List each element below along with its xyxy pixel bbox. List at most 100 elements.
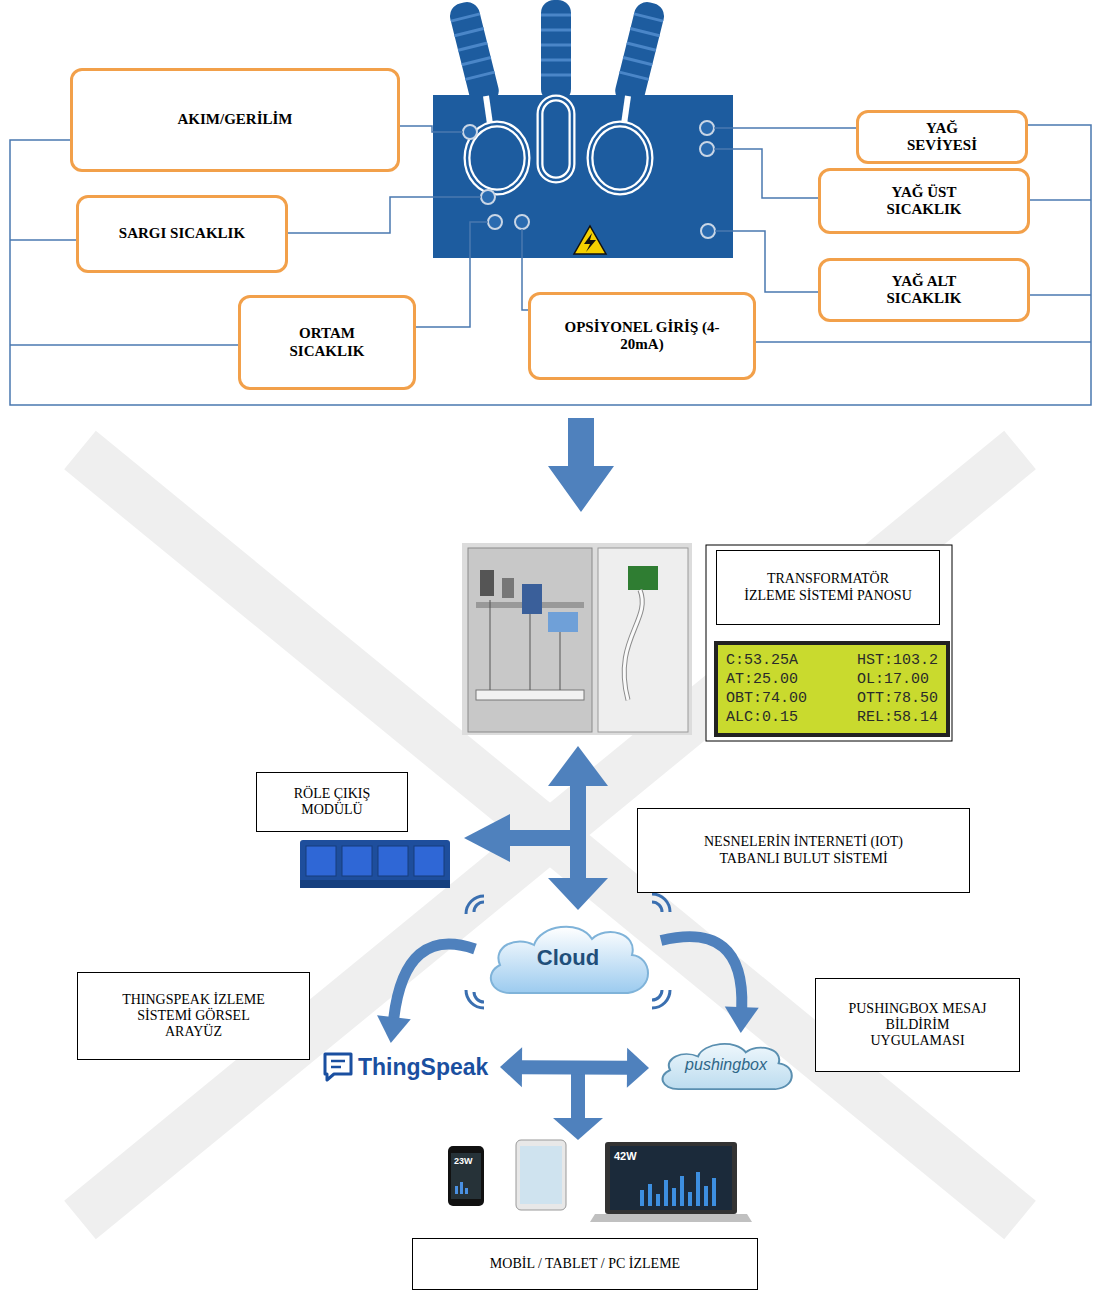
devices: [648, 1184, 652, 1206]
sensor-wires: [522, 229, 528, 310]
devices: [455, 1186, 458, 1194]
text-group: Cloud: [537, 945, 599, 970]
node-text: ORTAM SICAKLIK: [277, 325, 377, 360]
devices: [520, 1146, 562, 1204]
transformer: [590, 124, 650, 192]
devices: [704, 1186, 708, 1206]
panel-photo: [628, 566, 658, 590]
sensor-box: SARGI SICAKLIK: [76, 195, 288, 273]
down-arrow: [548, 418, 614, 512]
cloud-shape: Cloud: [478, 915, 658, 1000]
arrow-head: [725, 1006, 759, 1033]
panel-photo: [548, 612, 578, 632]
sensor-wires: [416, 222, 488, 327]
text-group: MOBİL / TABLET / PC İZLEME: [490, 1256, 680, 1272]
label-box: TRANSFORMATÖR İZLEME SİSTEMİ PANOSU: [716, 550, 940, 625]
cross-arrow: [508, 830, 572, 846]
relay-module: [306, 846, 336, 876]
label-box: THINGSPEAK İZLEME SİSTEMİ GÖRSEL ARAYÜZ: [77, 972, 310, 1060]
transformer: [451, 14, 495, 79]
transformer: [619, 14, 663, 79]
transformer: [481, 190, 495, 204]
panel-photo: [530, 614, 531, 690]
transformer: [541, 59, 571, 62]
node-text: YAĞ ÜST SICAKLIK: [874, 184, 974, 219]
text-group: OPSİYONEL GİRİŞ (4-20mA): [552, 319, 732, 354]
relay-module: [300, 840, 450, 888]
text-group: AKIM/GERİLİM: [177, 111, 292, 128]
panel-photo: [490, 600, 491, 690]
label-box: MOBİL / TABLET / PC İZLEME: [412, 1238, 758, 1290]
panel-frame: [706, 545, 952, 741]
wifi-waves: [652, 902, 662, 912]
watermark: [80, 450, 1020, 1220]
down-stem: [553, 1118, 603, 1140]
shape-part: [663, 1044, 792, 1089]
arrow-shaft: [661, 937, 742, 1008]
transformer: [541, 44, 571, 47]
cross-arrow: [570, 784, 586, 880]
down-stem: [571, 1072, 585, 1120]
transformer: [584, 233, 596, 252]
sensor-wires: [714, 149, 818, 198]
node-text: THINGSPEAK İZLEME SİSTEMİ GÖRSEL ARAYÜZ: [119, 992, 269, 1040]
sensor-box: YAĞ ÜST SICAKLIK: [818, 168, 1030, 234]
panel-photo: [560, 632, 561, 690]
wifi-waves: [652, 990, 670, 1008]
wifi-waves: [652, 990, 662, 1000]
relay-module: [342, 846, 372, 876]
wifi-waves: [466, 990, 484, 1008]
relay-module: [378, 846, 408, 876]
node-text: ThingSpeak: [358, 1054, 488, 1080]
cross-arrow: [464, 814, 510, 862]
sensor-wires: [714, 127, 856, 129]
text-group: YAĞ ALT SICAKLIK: [874, 273, 974, 308]
lcd-reading: ALC:0.15: [726, 709, 807, 726]
devices: [640, 1172, 716, 1206]
down-arrow: [548, 418, 614, 512]
sensor-wires: [756, 341, 1091, 343]
transformer: [463, 121, 715, 238]
node-text: pushingbox: [685, 1056, 767, 1074]
transformer: [541, 0, 571, 102]
text-group: RÖLE ÇIKIŞ MODÜLÜ: [267, 786, 397, 818]
relay-module: [300, 840, 450, 888]
transformer: [634, 14, 663, 21]
transformer: [465, 72, 494, 79]
lcd-reading: OTT:78.50: [857, 690, 938, 707]
cross-arrow: [548, 746, 608, 786]
devices: [610, 1146, 732, 1210]
transformer: [455, 28, 484, 35]
sensor-wires: [1030, 294, 1091, 296]
transformer: [541, 0, 571, 102]
transformer: [590, 124, 650, 192]
transformer: [447, 0, 501, 108]
devices: [448, 1146, 484, 1206]
cross-arrow: [464, 746, 608, 910]
label-box: RÖLE ÇIKIŞ MODÜLÜ: [256, 772, 408, 832]
screen-label: 23W: [454, 1157, 473, 1166]
wifi-waves: [466, 894, 670, 1008]
devices: [448, 1140, 752, 1222]
transformer: [574, 226, 606, 254]
lcd-reading: REL:58.14: [857, 709, 938, 726]
text-group: PUSHINGBOX MESAJ BİLDİRİM UYGULAMASI: [843, 1001, 993, 1049]
sensor-box: AKIM/GERİLİM: [70, 68, 400, 172]
wifi-waves: [474, 902, 484, 912]
transformer: [541, 29, 571, 32]
arrow-head: [500, 1047, 522, 1087]
watermark: [80, 450, 1020, 1220]
sensor-wires: [1030, 199, 1091, 201]
sensor-wires: [10, 239, 76, 241]
text-group: YAĞ SEVİYESİ: [892, 120, 992, 155]
lcd-reading: AT:25.00: [726, 671, 807, 688]
text-group: C:53.25AHST:103.2AT:25.00OL:17.00OBT:74.…: [726, 652, 938, 727]
devices: [590, 1214, 752, 1222]
lcd-display: C:53.25AHST:103.2AT:25.00OL:17.00OBT:74.…: [714, 641, 950, 737]
wifi-waves: [652, 894, 670, 912]
node-text: OPSİYONEL GİRİŞ (4-20mA): [552, 319, 732, 354]
devices: [672, 1188, 676, 1206]
text-group: TRANSFORMATÖR İZLEME SİSTEMİ PANOSU: [743, 571, 913, 603]
panel-photo: [624, 590, 642, 700]
